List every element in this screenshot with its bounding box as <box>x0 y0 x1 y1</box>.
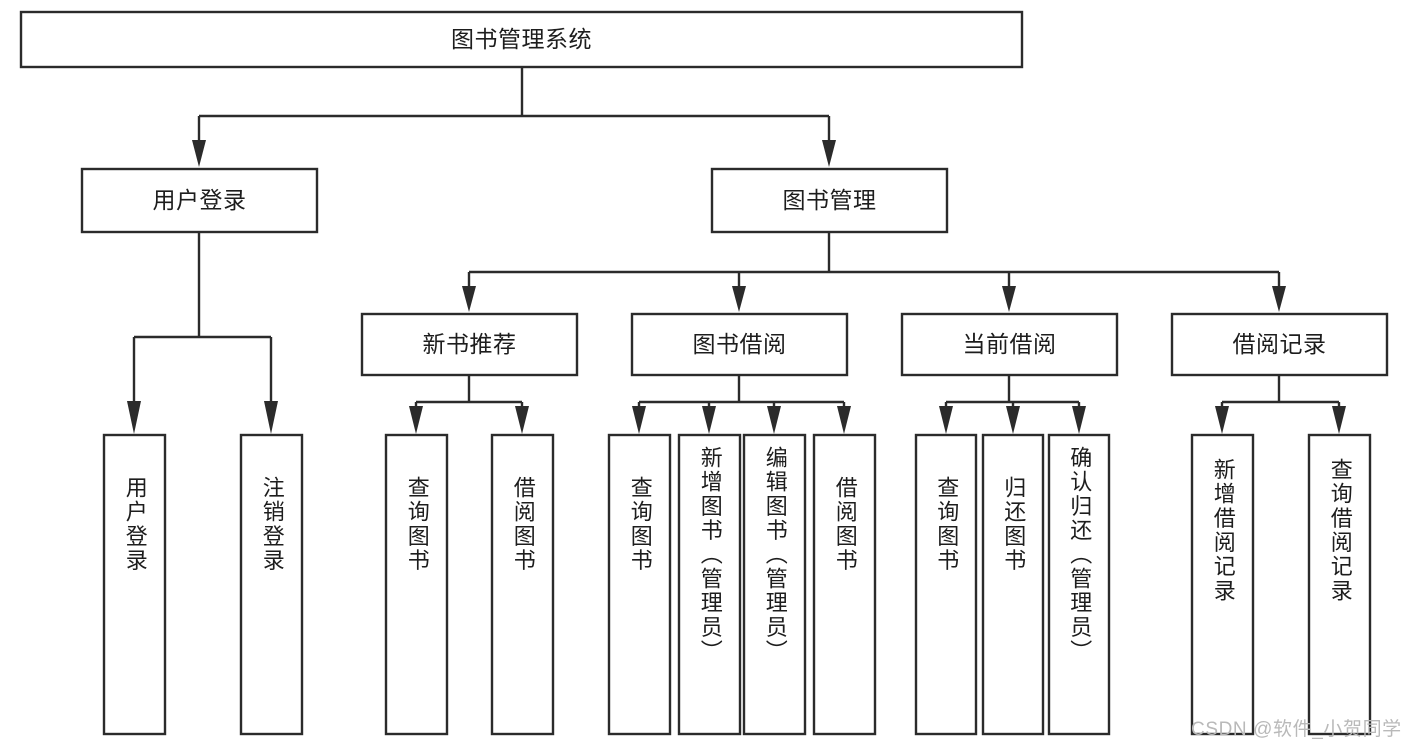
leaf-current-borrow-2-label: 归还图书 <box>1001 476 1027 573</box>
leaf-current-borrow-2-box[interactable] <box>981 433 1045 736</box>
arrowhead-book-mgmt-new-book <box>462 286 476 312</box>
arrowhead-user-login-leaf1 <box>127 401 141 434</box>
arrowhead-book-mgmt-borrow <box>732 286 746 312</box>
leaf-book-borrow-4-box[interactable] <box>812 433 877 736</box>
node-book-management-box[interactable] <box>710 167 949 234</box>
arrowhead-user-login-leaf2 <box>264 401 278 434</box>
leaf-borrow-record-2-label: 查询借阅记录 <box>1327 458 1353 604</box>
arrowhead-book-borrow-leaf3 <box>767 406 781 434</box>
arrowhead-root-to-book-mgmt <box>822 140 836 167</box>
leaf-book-borrow-3-label: 编辑图书（管理员） <box>762 446 788 664</box>
leaf-new-book-2-label: 借阅图书 <box>510 476 536 573</box>
leaf-book-borrow-2-label: 新增图书（管理员） <box>697 446 723 664</box>
leaf-borrow-record-2-box[interactable] <box>1307 433 1372 736</box>
arrowhead-current-borrow-leaf2 <box>1006 406 1020 434</box>
leaf-book-borrow-1-box[interactable] <box>607 433 672 736</box>
arrowhead-new-book-leaf2 <box>515 406 529 434</box>
leaf-user-login-1-box[interactable] <box>102 433 167 736</box>
node-book-borrow-box[interactable] <box>630 312 849 377</box>
leaf-new-book-1-label: 查询图书 <box>404 476 430 573</box>
leaf-book-borrow-3-box[interactable] <box>742 433 807 736</box>
arrowhead-current-borrow-leaf3 <box>1072 406 1086 434</box>
node-user-login-box[interactable] <box>80 167 319 234</box>
leaf-current-borrow-3-box[interactable] <box>1047 433 1111 736</box>
node-book-management-label: 图书管理 <box>782 186 877 213</box>
leaf-borrow-record-1-box[interactable] <box>1190 433 1255 736</box>
arrowhead-book-borrow-leaf4 <box>837 406 851 434</box>
node-borrow-record-label: 借阅记录 <box>1232 330 1327 357</box>
node-user-login-label: 用户登录 <box>152 186 247 213</box>
arrowhead-borrow-record-leaf1 <box>1215 406 1229 434</box>
leaf-current-borrow-3-label: 确认归还（管理员） <box>1067 446 1093 664</box>
arrowhead-current-borrow-leaf1 <box>939 406 953 434</box>
node-new-book-recommend-label: 新书推荐 <box>422 330 517 357</box>
arrowhead-book-borrow-leaf2 <box>702 406 716 434</box>
arrowhead-book-mgmt-current <box>1002 286 1016 312</box>
leaf-borrow-record-1-label: 新增借阅记录 <box>1210 458 1236 604</box>
arrowhead-book-borrow-leaf1 <box>632 406 646 434</box>
leaf-book-borrow-1-label: 查询图书 <box>627 476 653 573</box>
node-new-book-recommend-box[interactable] <box>360 312 579 377</box>
arrowhead-book-mgmt-record <box>1272 286 1286 312</box>
arrowhead-borrow-record-leaf2 <box>1332 406 1346 434</box>
node-root-box[interactable] <box>19 10 1024 69</box>
node-root-label: 图书管理系统 <box>451 25 592 52</box>
node-book-borrow-label: 图书借阅 <box>692 330 787 357</box>
arrowhead-root-to-user-login <box>192 140 206 167</box>
csdn-watermark: CSDN @软件_小贺同学 <box>1191 719 1402 740</box>
leaf-book-borrow-4-label: 借阅图书 <box>832 476 858 573</box>
leaf-user-login-2-box[interactable] <box>239 433 304 736</box>
leaf-book-borrow-2-box[interactable] <box>677 433 742 736</box>
leaf-current-borrow-1-box[interactable] <box>914 433 978 736</box>
leaf-new-book-1-box[interactable] <box>384 433 449 736</box>
node-current-borrow-label: 当前借阅 <box>962 330 1057 357</box>
leaf-new-book-2-box[interactable] <box>490 433 555 736</box>
arrowhead-new-book-leaf1 <box>409 406 423 434</box>
leaf-user-login-2-label: 注销登录 <box>259 476 285 573</box>
leaf-current-borrow-1-label: 查询图书 <box>934 476 960 573</box>
leaf-user-login-1-label: 用户登录 <box>122 476 148 573</box>
node-current-borrow-box[interactable] <box>900 312 1119 377</box>
